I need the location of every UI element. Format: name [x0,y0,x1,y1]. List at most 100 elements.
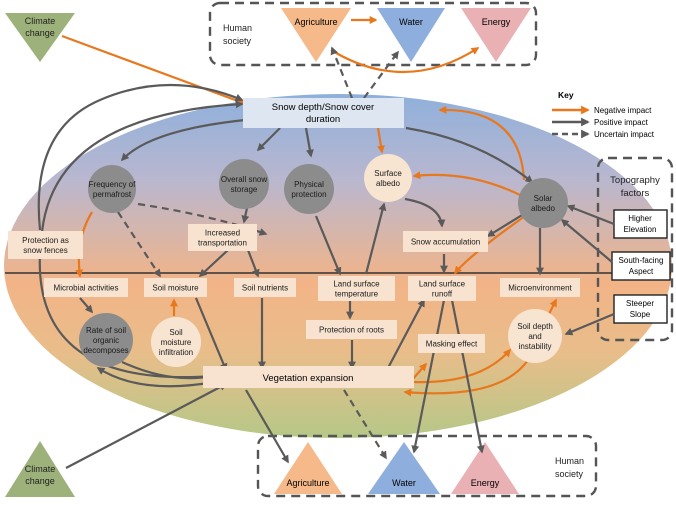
arrow-snow-to-storage [256,127,281,152]
physical-protection-label-1: protection [291,190,326,199]
protection-fences-label-1: snow fences [23,246,67,255]
soil-organic-label-2: decomposes [83,346,128,355]
agriculture-bottom-triangle [274,442,342,494]
arrow-albedo-to-accumulation [404,197,446,228]
human-society-top-label: Human [223,23,252,33]
arrow-snow-to-agri-dashed [330,46,354,99]
physical-protection-label-0: Physical [294,180,324,189]
increased-transport-label-1: transportation [198,239,247,248]
solar-albedo-label-1: albedo [531,204,556,213]
steeper-slope-box [613,294,668,324]
human-society-bottom-box [256,434,598,498]
arrow-snow-to-physical [304,127,314,158]
arrow-runoff-to-energy [450,299,485,454]
arrow-solar-to-accum [486,211,528,237]
microenvironment-box [500,278,580,297]
arrow-solar-to-surface-albedo [412,171,523,197]
snow-depth-box [243,98,404,128]
surface-albedo-label-1: albedo [376,179,401,188]
microbial-box [44,278,128,297]
arrow-veg-to-agri [245,389,289,464]
soil-nutrients-label-0: Soil nutrients [242,284,288,293]
surface-albedo-label-0: Surface [374,169,402,178]
protection-roots-box [306,320,397,339]
soil-infiltration-circle [151,317,201,367]
solar-albedo-circle [518,178,568,228]
climate-change-top-label-2: change [25,28,55,38]
south-facing-label-2: Aspect [629,267,654,276]
climate-change-top-label: Climate [25,16,56,26]
topography-title: Topography [610,175,660,186]
arrow-steeper-to-soildepth [564,312,615,336]
soil-infiltration-label-1: moisture [161,338,192,347]
agriculture-top-label: Agriculture [294,17,337,27]
key-uncertain-label: Uncertain impact [594,130,655,139]
key-title: Key [558,90,574,100]
climate-change-bottom-triangle [5,441,75,497]
higher-elevation-label-2: Elevation [624,225,657,234]
human-society-bottom-label: Human [555,456,584,466]
arrow-south-to-solar [560,218,613,263]
steeper-slope-label: Steeper [626,299,654,308]
vegetation-expansion-label: Vegetation expansion [263,373,354,384]
masking-effect-label-0: Masking effect [426,340,478,349]
snow-storage-circle [219,159,269,209]
permafrost-label-1: permafrost [93,190,132,199]
climate-change-bottom-label-2: change [25,476,55,486]
microenvironment-label-0: Microenvironment [508,284,572,293]
arrow-transport-to-nutrients [246,249,260,278]
snow-depth-label-2: duration [306,114,340,125]
arrow-runoff-to-water [411,299,446,454]
agriculture-bottom-label: Agriculture [286,478,329,488]
vegetation-expansion-box [203,366,414,388]
arrow-snow-to-albedo [376,127,385,154]
key-positive-label: Positive impact [594,118,649,127]
soil-organic-label-1: organic [93,336,119,345]
arrow-soilmoisture-to-veg [194,297,228,372]
soil-infiltration-label-0: Soil [169,328,183,337]
physical-protection-circle [284,164,334,214]
permafrost-circle [88,165,136,213]
water-top-triangle [377,8,445,62]
arrow-permafrost-to-nutrients-dashed [137,202,268,236]
arrow-snowbox-to-solar [405,126,534,183]
energy-top-label: Energy [482,17,511,27]
arrow-microbial-to-organic [79,297,94,314]
arrow-veg-to-water-dashed [343,389,387,460]
snow-depth-label: Snow depth/Snow cover [272,102,374,113]
increased-transport-box [188,224,257,251]
human-society-bottom-label-2: society [555,469,584,479]
arrow-permafrost-to-soilmoisture-dashed [117,211,161,278]
arrow-storage-to-transport [241,207,250,224]
climate-change-top-triangle [5,13,75,62]
key-negative-label: Negative impact [594,106,652,115]
arrow-agri-to-energy [330,47,480,74]
surface-albedo-circle [364,154,412,202]
soil-depth-circle [508,309,562,363]
water-top-label: Water [399,17,423,27]
arrow-veg-to-organic [96,367,215,388]
higher-elevation-box [613,209,668,239]
microbial-label-0: Microbial activities [54,284,119,293]
soil-organic-label-0: Rate of soil [86,326,126,335]
land-temp-label-1: temperature [335,290,379,299]
arrow-protection-to-snow [37,83,244,231]
land-runoff-box [408,276,476,301]
arrow-solar-to-snowbox [438,105,526,181]
arrow-snow-to-permafrost [120,118,246,162]
arrow-physical-to-landtemp [314,215,342,276]
solar-albedo-label-0: Solar [534,194,553,203]
land-temp-label-0: Land surface [333,280,380,289]
soil-nutrients-box [234,278,296,297]
south-facing-label: South-facing [619,256,664,265]
higher-elevation-label: Higher [628,214,652,223]
arrow-landtemp-to-albedo [364,202,387,275]
arrow-climate-to-snow [61,34,248,106]
energy-top-triangle [461,8,531,62]
masking-effect-box [418,334,485,353]
arrow-climate-to-veg [65,383,228,469]
soil-organic-circle [79,313,133,367]
steeper-slope-label-2: Slope [630,310,651,319]
land-runoff-label-1: runoff [432,290,453,299]
